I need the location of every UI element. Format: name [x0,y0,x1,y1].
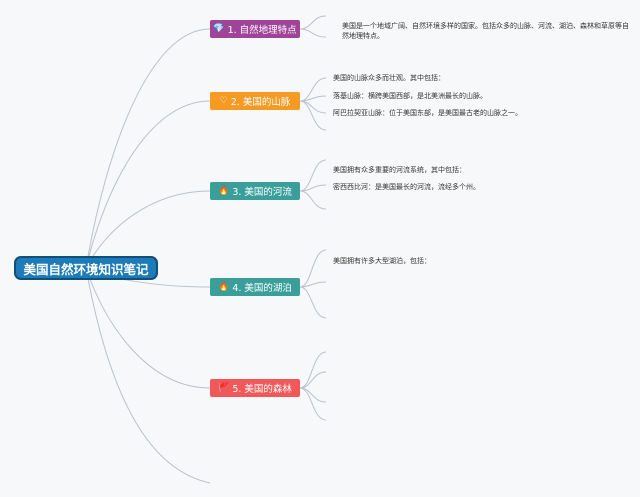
topic-label: 3. 美国的河流 [232,187,292,198]
fire-icon: 🔥 [218,185,230,196]
topic-to-note-link [299,190,327,210]
topic-to-note-link [299,159,327,192]
root-to-topic-link [85,267,211,389]
topic-mountains[interactable]: ♡ 2. 美国的山脉 [210,92,300,110]
topic-to-note-link [299,77,327,102]
topic-rivers[interactable]: 🔥 3. 美国的河流 [210,182,300,200]
topic-to-note-link [299,100,327,131]
note-text[interactable]: 美国拥有众多重要的河流系统，其中包括： [333,166,466,174]
root-to-topic-link [85,190,211,269]
topic-to-note-link [299,286,327,319]
root-to-topic-link [85,100,211,269]
root-to-extra-link [85,267,211,484]
topic-to-note-link [299,95,327,102]
note-text[interactable]: 美国拥有许多大型湖泊，包括： [333,257,431,265]
topic-to-note-link [299,281,327,288]
note-text[interactable]: 落基山脉：横跨美国西部，是北美洲最长的山脉。 [333,92,487,100]
topic-lakes[interactable]: 🔥 4. 美国的湖泊 [210,278,300,296]
topic-to-note-link [299,371,327,389]
topic-to-note-link [299,387,327,421]
topic-to-note-link [299,15,327,30]
topic-to-note-link [299,249,327,288]
note-text[interactable]: 美国是一个地域广阔、自然环境多样的国家。包括众多的山脉、河流、湖泊、森林和草原等… [342,22,629,40]
root-topic-label: 美国自然环境知识笔记 [23,261,149,277]
topic-to-note-link [299,351,327,389]
heart-icon: ♡ [219,95,228,106]
root-to-topic-link [85,28,211,269]
note-text[interactable]: 密西西比河：是美国最长的河流，流经多个州。 [333,183,480,191]
topic-to-note-link [299,28,327,38]
note-text[interactable]: 美国的山脉众多而壮观。其中包括： [333,74,445,82]
topic-forests[interactable]: 🚩 5. 美国的森林 [210,379,300,397]
topic-label: 5. 美国的森林 [232,384,292,395]
flag-icon: 🚩 [218,382,230,393]
topic-label: 1. 自然地理特点 [227,25,297,36]
root-topic[interactable]: 美国自然环境知识笔记 [14,256,158,280]
topic-natural-geography[interactable]: 💎 1. 自然地理特点 [210,20,300,38]
note-text[interactable]: 阿巴拉契亚山脉：位于美国东部，是美国最古老的山脉之一。 [333,109,522,117]
gem-icon: 💎 [213,23,225,34]
fire-icon: 🔥 [218,281,230,292]
topic-label: 2. 美国的山脉 [230,97,291,108]
topic-to-note-link [299,387,327,403]
topic-label: 4. 美国的湖泊 [232,283,292,294]
